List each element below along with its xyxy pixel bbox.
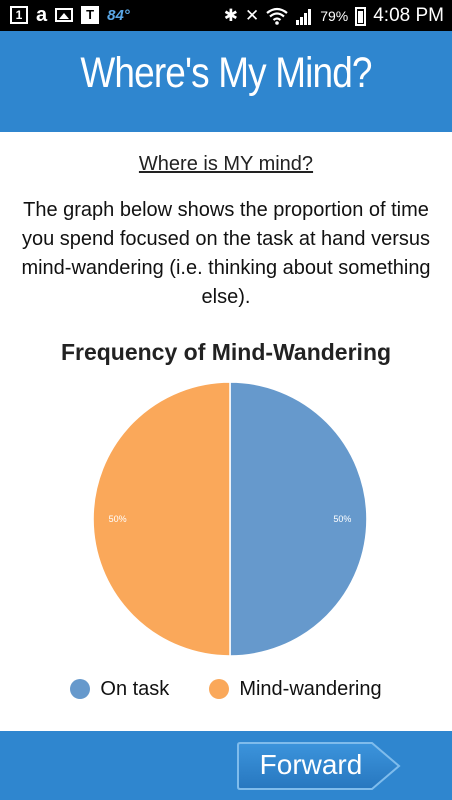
status-bar: 1 a T 84° ✱ ✕ 79% 4:08 PM [0,0,452,31]
forward-label: Forward [259,749,363,780]
app-header: Where's My Mind? [0,31,452,132]
status-left: 1 a T 84° [10,5,130,25]
legend-label-mind-wandering: Mind-wandering [239,677,382,700]
pie-chart: 50% 50% [92,381,368,657]
chart-title: Frequency of Mind-Wandering [60,339,392,365]
clock: 4:08 PM [373,5,444,26]
status-right: ✱ ✕ 79% 4:08 PM [224,5,444,27]
temperature: 84° [107,6,130,24]
t-app-icon: T [81,6,100,24]
amazon-icon: a [36,4,48,26]
description-text: The graph below shows the proportion of … [21,199,431,308]
footer-bar: Forward [0,731,452,800]
signal-icon [296,9,312,25]
section-subtitle: Where is MY mind? [138,153,314,175]
legend-swatch-on-task [70,679,91,699]
wifi-icon [266,7,288,25]
pie-label-mind-wandering: 50% [109,514,127,524]
legend-label-on-task: On task [100,677,170,700]
legend-item-mind-wandering: Mind-wandering [209,677,382,701]
forward-button[interactable]: Forward [236,740,406,797]
pie-slice-on-task [229,381,368,657]
notification-count-icon: 1 [10,6,28,24]
pie-slice-mind-wandering [92,381,231,657]
legend-swatch-mind-wandering [209,679,230,699]
battery-percent: 79% [320,8,349,24]
app-title: Where's My Mind? [80,49,372,97]
forward-arrow-shape [237,742,401,790]
gallery-icon [55,8,74,22]
mute-icon: ✕ [244,6,260,25]
legend-item-on-task: On task [70,678,169,701]
battery-icon [355,6,367,26]
chart-legend: On task Mind-wandering [0,676,452,702]
bluetooth-icon: ✱ [223,6,238,25]
pie-label-on-task: 50% [333,514,351,524]
